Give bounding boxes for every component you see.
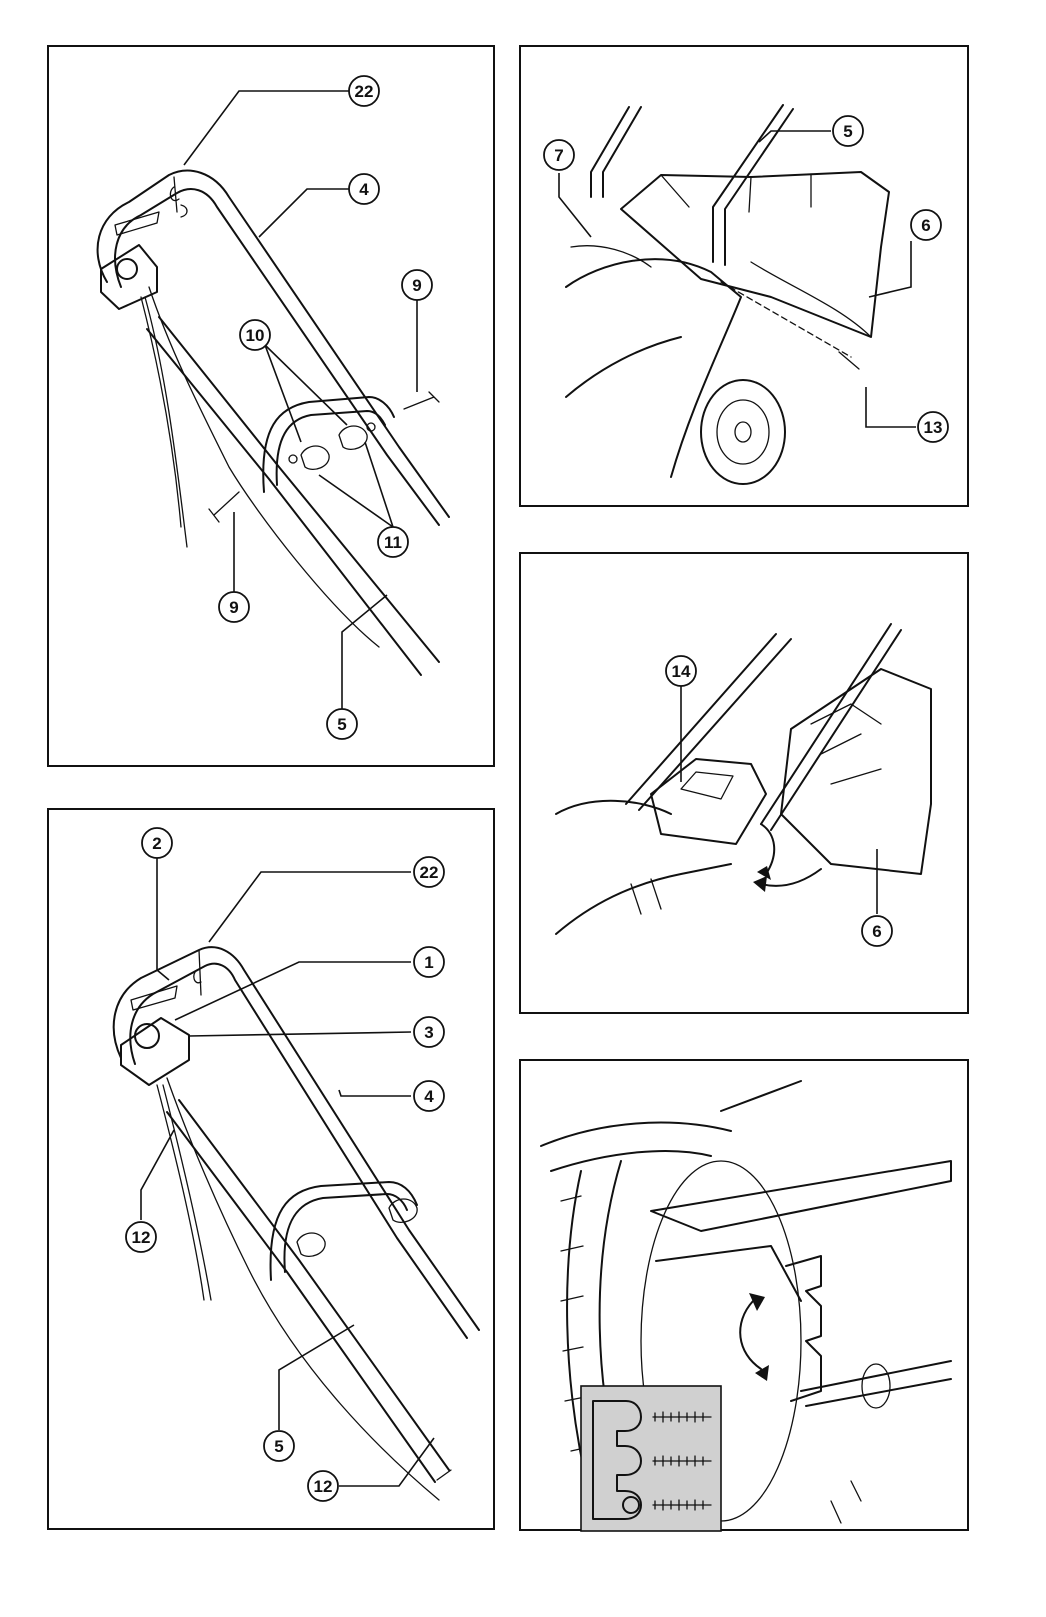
figure-height-adjust <box>519 1059 969 1531</box>
svg-text:5: 5 <box>843 122 852 141</box>
svg-text:6: 6 <box>872 922 881 941</box>
svg-text:10: 10 <box>246 326 265 345</box>
callout-9-lower: 9 <box>219 592 249 622</box>
callout-13: 13 <box>918 412 948 442</box>
callout-6: 6 <box>911 210 941 240</box>
svg-text:12: 12 <box>132 1228 151 1247</box>
svg-text:7: 7 <box>554 146 563 165</box>
figure-grass-box: 14 6 <box>519 552 969 1014</box>
svg-text:11: 11 <box>384 533 402 552</box>
callout-4: 4 <box>414 1081 444 1111</box>
callout-4: 4 <box>349 174 379 204</box>
svg-text:9: 9 <box>412 276 421 295</box>
rotate-arrow-icon <box>761 824 774 874</box>
callout-9: 9 <box>402 270 432 300</box>
callout-12: 12 <box>126 1222 156 1252</box>
svg-text:3: 3 <box>424 1023 433 1042</box>
figure-handle-assembly: 22 4 9 10 11 9 5 <box>47 45 495 767</box>
svg-text:9: 9 <box>229 598 238 617</box>
callout-3: 3 <box>414 1017 444 1047</box>
svg-text:5: 5 <box>337 715 346 734</box>
callout-22: 22 <box>414 857 444 887</box>
height-notch-inset <box>581 1386 721 1531</box>
callout-6: 6 <box>862 916 892 946</box>
svg-text:14: 14 <box>672 662 691 681</box>
callout-1: 1 <box>414 947 444 977</box>
switch-knob-icon <box>117 259 137 279</box>
grass-box-drawing: 14 6 <box>521 554 971 1016</box>
svg-text:5: 5 <box>274 1437 283 1456</box>
bolt-icon <box>404 392 439 409</box>
knob-icon <box>339 426 367 449</box>
callout-5: 5 <box>264 1431 294 1461</box>
figure-handle-mounting: 7 5 6 13 <box>519 45 969 507</box>
callout-22: 22 <box>349 76 379 106</box>
callout-5: 5 <box>327 709 357 739</box>
screw-icon <box>839 352 859 369</box>
height-adjust-drawing <box>521 1061 971 1533</box>
callout-11: 11 <box>378 527 408 557</box>
svg-text:6: 6 <box>921 216 930 235</box>
figure-cable-routing: 2 22 1 3 4 12 5 12 <box>47 808 495 1530</box>
callout-2: 2 <box>142 828 172 858</box>
svg-text:4: 4 <box>424 1087 434 1106</box>
knob-icon <box>297 1233 325 1256</box>
callout-5: 5 <box>833 116 863 146</box>
svg-text:1: 1 <box>424 953 433 972</box>
svg-text:12: 12 <box>314 1477 333 1496</box>
svg-text:4: 4 <box>359 180 369 199</box>
svg-text:22: 22 <box>355 82 374 101</box>
leader-line <box>184 91 349 165</box>
cable-routing-drawing: 2 22 1 3 4 12 5 12 <box>49 810 497 1532</box>
svg-text:22: 22 <box>420 863 439 882</box>
callout-14: 14 <box>666 656 696 686</box>
knob-icon <box>301 446 329 469</box>
handle-assembly-drawing: 22 4 9 10 11 9 5 <box>49 47 497 769</box>
rotate-arrow-icon <box>740 1301 761 1369</box>
svg-text:2: 2 <box>152 834 161 853</box>
handle-mounting-drawing: 7 5 6 13 <box>521 47 971 509</box>
callout-10: 10 <box>240 320 270 350</box>
svg-text:13: 13 <box>924 418 943 437</box>
callout-12-lower: 12 <box>308 1471 338 1501</box>
callout-7: 7 <box>544 140 574 170</box>
